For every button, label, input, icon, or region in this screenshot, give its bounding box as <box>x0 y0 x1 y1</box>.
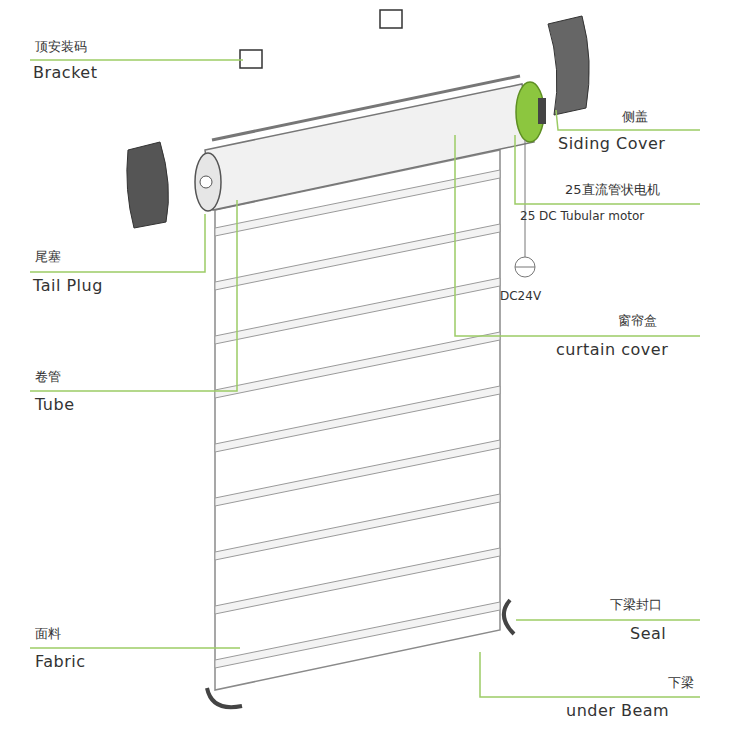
tail-plug <box>195 153 221 211</box>
tail-plug-hub <box>200 176 212 188</box>
part-name-zh: 下梁 <box>668 676 694 691</box>
under-beam-piece <box>207 688 242 707</box>
voltage-label: DC24V <box>500 290 541 304</box>
fabric-panel <box>215 150 500 690</box>
part-name-en: Fabric <box>35 653 86 671</box>
motor-head <box>538 98 546 124</box>
part-name-en: 25 DC Tubular motor <box>520 210 644 224</box>
bracket-left <box>240 50 262 68</box>
part-name-zh: 下梁封口 <box>610 598 662 613</box>
right-side-cover <box>548 16 589 115</box>
power-wire <box>525 140 526 257</box>
part-name-zh: 顶安装码 <box>35 40 87 55</box>
fabric-slats <box>215 170 500 668</box>
part-name-en: Siding Cover <box>558 135 665 153</box>
power-plug-mark <box>515 267 535 268</box>
bracket-right <box>380 10 402 28</box>
part-name-en: curtain cover <box>556 341 668 359</box>
part-name-en: Seal <box>630 625 666 643</box>
part-name-zh: 面料 <box>35 627 61 642</box>
part-name-en: Bracket <box>33 64 97 82</box>
part-name-zh: 25直流管状电机 <box>565 183 660 198</box>
seal-piece <box>504 600 514 634</box>
part-name-zh: 尾塞 <box>35 250 61 265</box>
leader-lines <box>30 60 700 697</box>
power-plug <box>515 257 535 277</box>
part-name-en: under Beam <box>566 702 669 720</box>
part-name-en: Tail Plug <box>33 277 103 295</box>
part-name-zh: 窗帘盒 <box>618 314 657 329</box>
part-name-zh: 卷管 <box>35 370 61 385</box>
part-name-en: Tube <box>35 396 74 414</box>
part-name-zh: 侧盖 <box>622 110 648 125</box>
roller-tube <box>205 84 534 210</box>
left-side-cover <box>127 142 169 228</box>
